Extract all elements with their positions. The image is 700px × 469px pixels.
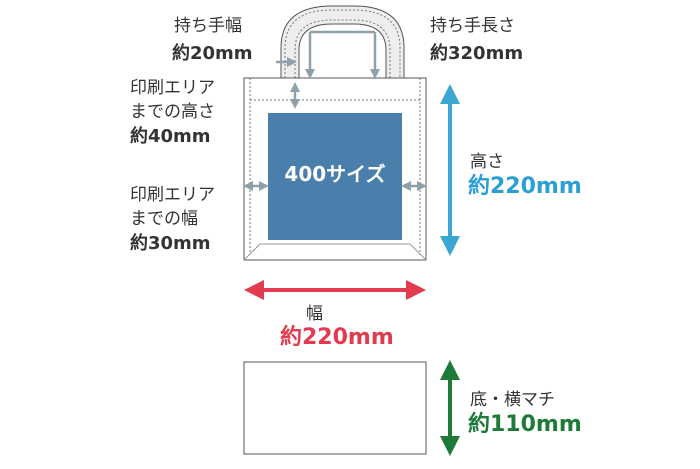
handle-measure-arrows bbox=[276, 30, 380, 79]
print-top-label-2: までの高さ bbox=[130, 102, 215, 122]
print-side-label-2: までの幅 bbox=[130, 209, 198, 229]
print-top-label-1: 印刷エリア bbox=[130, 78, 215, 98]
handle-length-label: 持ち手長さ bbox=[430, 16, 515, 36]
height-arrow bbox=[440, 84, 460, 256]
height-value: 約220mm bbox=[468, 174, 582, 199]
handle-width-value: 約20mm bbox=[172, 43, 253, 64]
gusset-value: 約110mm bbox=[468, 412, 582, 437]
width-label: 幅 bbox=[306, 304, 323, 324]
width-value: 約220mm bbox=[280, 325, 394, 350]
gusset-arrow bbox=[440, 360, 460, 456]
handle-length-value: 約320mm bbox=[430, 43, 524, 64]
width-arrow bbox=[244, 280, 426, 300]
print-side-label-1: 印刷エリア bbox=[130, 185, 215, 205]
height-label: 高さ bbox=[470, 152, 504, 172]
handle-width-label: 持ち手幅 bbox=[174, 16, 242, 36]
print-top-value: 約40mm bbox=[130, 126, 211, 147]
bag-handle bbox=[280, 5, 405, 79]
gusset-label: 底・横マチ bbox=[470, 390, 555, 410]
gusset-rect bbox=[243, 361, 427, 455]
bag-size-label: 400サイズ bbox=[284, 162, 386, 186]
print-area bbox=[268, 113, 402, 240]
print-side-value: 約30mm bbox=[130, 233, 211, 254]
